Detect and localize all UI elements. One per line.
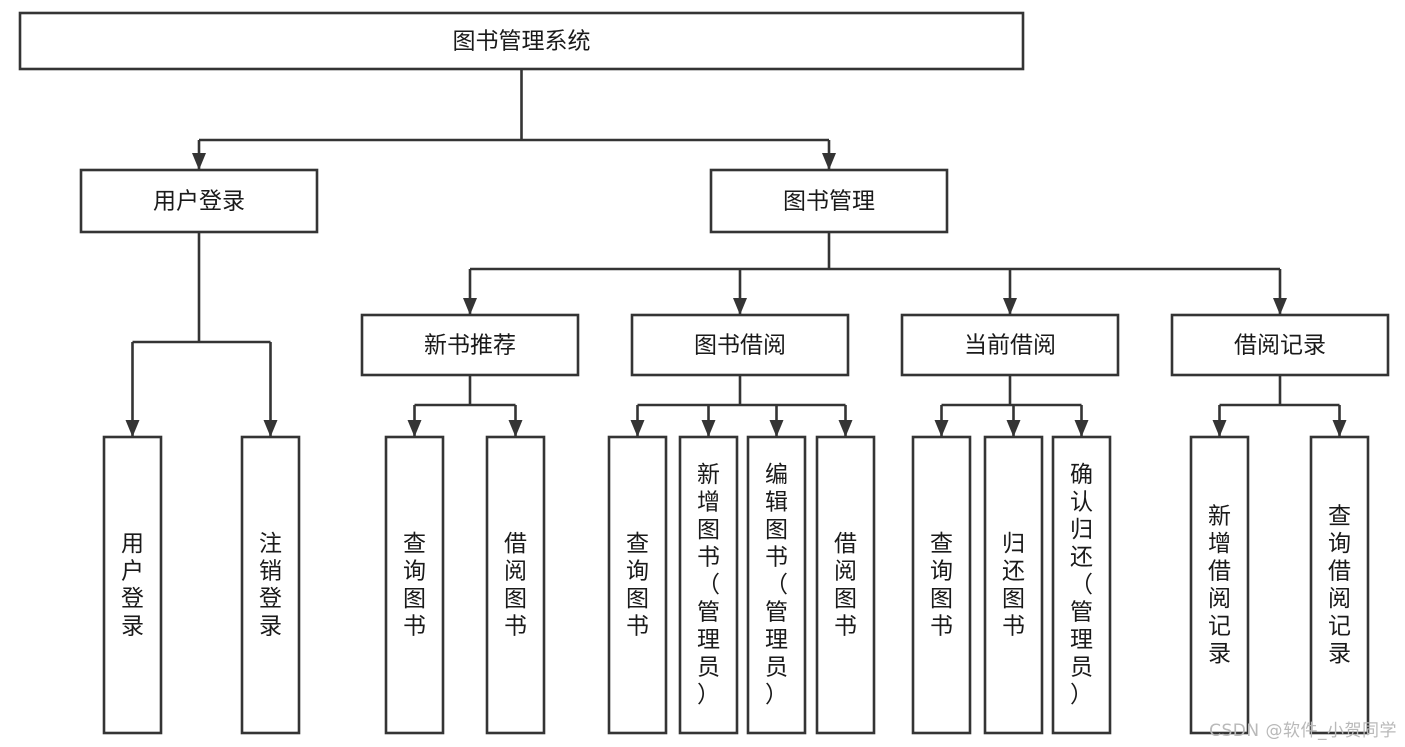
- arrow-head-icon: [1273, 298, 1287, 315]
- node-box-borrow-record[interactable]: [1170, 313, 1390, 377]
- connectors-layer: [125, 69, 1347, 437]
- arrow-head-icon: [630, 420, 645, 437]
- node-book-management[interactable]: 图书管理: [709, 168, 949, 234]
- arrow-head-icon: [1003, 298, 1017, 315]
- arrow-head-icon: [463, 298, 477, 315]
- node-label-book-borrow: 图书借阅: [694, 333, 786, 359]
- node-current-confirm-return[interactable]: 确认归还（管理员）: [1051, 435, 1112, 735]
- arrow-head-icon: [1074, 420, 1089, 437]
- arrow-head-icon: [508, 420, 523, 437]
- arrow-head-icon: [1332, 420, 1347, 437]
- node-label-user-login: 用户登录: [153, 189, 245, 215]
- node-label-current-return-book: 归还图书: [1002, 530, 1025, 639]
- node-box-record-query[interactable]: [1309, 435, 1370, 735]
- node-box-root[interactable]: [18, 11, 1025, 71]
- node-box-current-return-book[interactable]: [983, 435, 1044, 735]
- node-recommend-borrow-book[interactable]: 借阅图书: [485, 435, 546, 735]
- node-label-book-management: 图书管理: [783, 189, 875, 215]
- boxes-layer: 图书管理系统用户登录图书管理用户登录注销登录新书推荐查询图书借阅图书图书借阅查询…: [18, 11, 1390, 735]
- node-box-record-add[interactable]: [1189, 435, 1250, 735]
- node-label-recommend-borrow-book: 借阅图书: [504, 530, 527, 639]
- node-user-login[interactable]: 用户登录: [79, 168, 319, 234]
- node-box-current-borrow[interactable]: [900, 313, 1120, 377]
- node-label-borrow-borrow-book: 借阅图书: [834, 530, 857, 639]
- arrow-head-icon: [822, 153, 836, 170]
- node-label-user-login-do: 用户登录: [121, 530, 144, 639]
- node-label-borrow-record: 借阅记录: [1234, 333, 1326, 359]
- node-box-book-borrow[interactable]: [630, 313, 850, 377]
- node-label-record-add: 新增借阅记录: [1208, 503, 1231, 667]
- node-label-root: 图书管理系统: [453, 29, 591, 55]
- node-current-query-book[interactable]: 查询图书: [911, 435, 972, 735]
- arrow-head-icon: [769, 420, 784, 437]
- node-label-new-book-recommend: 新书推荐: [424, 333, 516, 359]
- arrow-head-icon: [838, 420, 853, 437]
- node-user-login-do[interactable]: 用户登录: [102, 435, 163, 735]
- arrow-head-icon: [125, 420, 140, 437]
- node-label-borrow-query-book: 查询图书: [626, 530, 649, 639]
- node-box-current-query-book[interactable]: [911, 435, 972, 735]
- node-label-current-confirm-return: 确认归还（管理员）: [1070, 462, 1093, 708]
- node-label-borrow-edit-book: 编辑图书（管理员）: [765, 462, 788, 708]
- node-box-current-confirm-return[interactable]: [1051, 435, 1112, 735]
- node-borrow-query-book[interactable]: 查询图书: [607, 435, 668, 735]
- node-box-new-book-recommend[interactable]: [360, 313, 580, 377]
- node-label-borrow-add-book: 新增图书（管理员）: [697, 462, 720, 708]
- node-user-logout[interactable]: 注销登录: [240, 435, 301, 735]
- node-label-current-query-book: 查询图书: [930, 530, 953, 639]
- node-box-recommend-query-book[interactable]: [384, 435, 445, 735]
- arrow-head-icon: [192, 153, 206, 170]
- node-record-query[interactable]: 查询借阅记录: [1309, 435, 1370, 735]
- node-box-borrow-add-book[interactable]: [678, 435, 739, 735]
- node-current-return-book[interactable]: 归还图书: [983, 435, 1044, 735]
- node-borrow-record[interactable]: 借阅记录: [1170, 313, 1390, 377]
- node-label-record-query: 查询借阅记录: [1328, 503, 1351, 667]
- node-box-recommend-borrow-book[interactable]: [485, 435, 546, 735]
- arrow-head-icon: [733, 298, 747, 315]
- node-label-current-borrow: 当前借阅: [964, 333, 1056, 359]
- node-box-user-login-do[interactable]: [102, 435, 163, 735]
- node-borrow-add-book[interactable]: 新增图书（管理员）: [678, 435, 739, 735]
- node-book-borrow[interactable]: 图书借阅: [630, 313, 850, 377]
- arrow-head-icon: [701, 420, 716, 437]
- node-record-add[interactable]: 新增借阅记录: [1189, 435, 1250, 735]
- node-new-book-recommend[interactable]: 新书推荐: [360, 313, 580, 377]
- node-box-user-logout[interactable]: [240, 435, 301, 735]
- arrow-head-icon: [263, 420, 278, 437]
- arrow-head-icon: [1212, 420, 1227, 437]
- node-box-book-management[interactable]: [709, 168, 949, 234]
- node-label-user-logout: 注销登录: [259, 530, 282, 639]
- node-box-user-login[interactable]: [79, 168, 319, 234]
- arrow-head-icon: [1006, 420, 1021, 437]
- node-label-recommend-query-book: 查询图书: [403, 530, 426, 639]
- node-root[interactable]: 图书管理系统: [18, 11, 1025, 71]
- node-box-borrow-borrow-book[interactable]: [815, 435, 876, 735]
- node-borrow-edit-book[interactable]: 编辑图书（管理员）: [746, 435, 807, 735]
- node-box-borrow-query-book[interactable]: [607, 435, 668, 735]
- node-current-borrow[interactable]: 当前借阅: [900, 313, 1120, 377]
- node-borrow-borrow-book[interactable]: 借阅图书: [815, 435, 876, 735]
- node-recommend-query-book[interactable]: 查询图书: [384, 435, 445, 735]
- arrow-head-icon: [934, 420, 949, 437]
- arrow-head-icon: [407, 420, 422, 437]
- node-box-borrow-edit-book[interactable]: [746, 435, 807, 735]
